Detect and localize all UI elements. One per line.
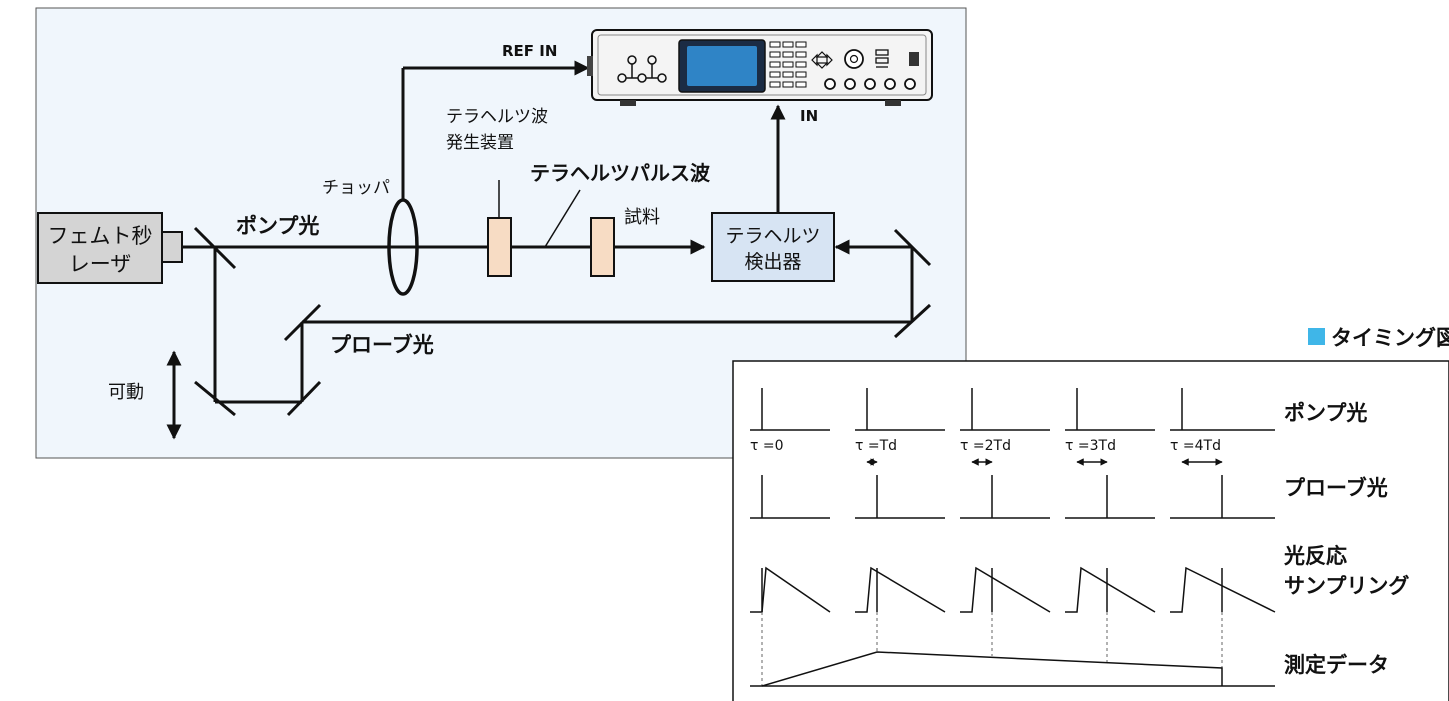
thz-generator bbox=[487, 217, 512, 277]
laser-box bbox=[37, 212, 163, 284]
detector-label-1: テラヘルツ bbox=[725, 225, 820, 247]
generator-label-2: 発生装置 bbox=[446, 133, 514, 153]
timing-row-response-2: サンプリング bbox=[1284, 574, 1409, 598]
delay-mirror-right bbox=[286, 380, 322, 417]
timing-row-data: 測定データ bbox=[1284, 653, 1389, 677]
timing-row-response-1: 光反応 bbox=[1283, 544, 1347, 568]
data-row bbox=[750, 651, 1275, 687]
delay-mirror-left bbox=[194, 380, 236, 417]
probe-pulse bbox=[960, 475, 1050, 519]
timing-row-probe: プローブ光 bbox=[1284, 476, 1388, 500]
sample bbox=[590, 217, 615, 277]
timing-title: タイミング図 bbox=[1331, 326, 1449, 350]
lock-in-amplifier bbox=[587, 29, 933, 106]
response-curve bbox=[855, 566, 946, 613]
sample-label: 試料 bbox=[624, 207, 660, 228]
response-curve bbox=[1065, 566, 1156, 613]
timing-title-marker bbox=[1308, 328, 1325, 345]
probe-pulse bbox=[1170, 475, 1275, 519]
in-label: IN bbox=[800, 107, 818, 125]
probe-row bbox=[750, 475, 1275, 519]
laser-label-1: フェムト秒 bbox=[48, 224, 153, 248]
tau-label: τ =4Td bbox=[1170, 438, 1221, 454]
tau-label: τ =0 bbox=[750, 438, 784, 454]
tau-label: τ =2Td bbox=[960, 438, 1011, 454]
pump-label: ポンプ光 bbox=[236, 214, 319, 238]
response-curve bbox=[1170, 566, 1276, 613]
laser-nozzle bbox=[161, 231, 183, 263]
data-trace bbox=[761, 651, 1223, 687]
timing-panel bbox=[732, 360, 1449, 701]
laser-label-2: レーザ bbox=[69, 252, 132, 276]
probe-pulse bbox=[750, 475, 830, 519]
pulse-leader-line bbox=[544, 189, 581, 248]
movable-label: 可動 bbox=[108, 382, 144, 403]
tau-label: τ =Td bbox=[855, 438, 897, 454]
generator-label-1: テラヘルツ波 bbox=[446, 107, 548, 127]
response-row bbox=[750, 566, 1276, 613]
pump-row bbox=[750, 388, 1275, 431]
pump-pulse bbox=[1170, 388, 1275, 431]
response-curve bbox=[750, 566, 831, 613]
probe-mirror-far-top bbox=[893, 228, 932, 267]
ref-in-label: REF IN bbox=[502, 42, 557, 60]
timing-row-pump: ポンプ光 bbox=[1284, 401, 1367, 425]
pump-pulse bbox=[750, 388, 830, 431]
tau-label: τ =3Td bbox=[1065, 438, 1116, 454]
pump-pulse bbox=[1065, 388, 1155, 431]
probe-label: プローブ光 bbox=[330, 333, 434, 357]
probe-pulse bbox=[855, 475, 945, 519]
detector-label-2: 検出器 bbox=[744, 251, 801, 273]
chopper-label: チョッパ bbox=[322, 178, 390, 198]
response-curve bbox=[960, 566, 1051, 613]
probe-pulse bbox=[1065, 475, 1155, 519]
pump-pulse bbox=[960, 388, 1050, 431]
pulse-label: テラヘルツパルス波 bbox=[530, 161, 711, 185]
thz-detector bbox=[711, 212, 835, 282]
pump-pulse bbox=[855, 388, 945, 431]
